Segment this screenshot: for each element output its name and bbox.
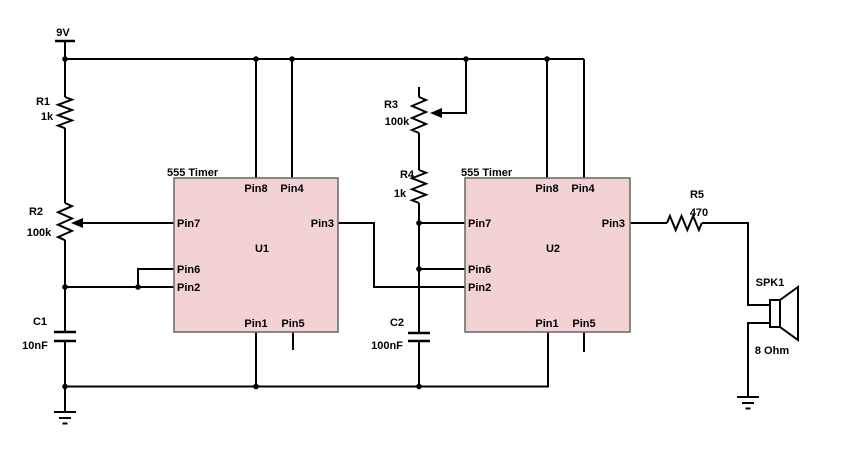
r4-value-label: 1k <box>394 188 407 200</box>
ic-u2-body <box>464 177 631 333</box>
u2-pin3-label: Pin3 <box>602 218 625 230</box>
speaker-cone-icon <box>779 285 799 342</box>
r1-ref-label: R1 <box>36 96 50 108</box>
u2-ref-label: U2 <box>546 243 560 255</box>
r3-ref-label: R3 <box>384 99 398 111</box>
wire-output-speaker <box>630 222 770 397</box>
u1-type-label: 555 Timer <box>167 167 219 179</box>
u2-pin8-label: Pin8 <box>535 183 558 195</box>
resistor-r4 <box>409 169 429 204</box>
potentiometer-r2 <box>55 202 75 242</box>
potentiometer-r3 <box>409 96 429 134</box>
component-labels: R1 1k R2 100k C1 10nF R3 100k R4 1k C2 1… <box>22 96 708 352</box>
wire-u2-pin8-pin4 <box>546 59 585 178</box>
u2-pin4-label: Pin4 <box>571 183 595 195</box>
u1-pin8-label: Pin8 <box>244 183 267 195</box>
wire-u1-pin8-pin4 <box>255 59 293 178</box>
ground-symbol-right-icon <box>737 396 759 410</box>
u1-pin6-label: Pin6 <box>177 264 200 276</box>
c2-value-label: 100nF <box>371 340 403 352</box>
wire-u1-pin1-pin5 <box>255 332 294 386</box>
speaker-driver-icon <box>769 299 781 328</box>
r2-wiper-arrow-icon <box>71 218 83 228</box>
wire-u2-pin7-pin6 <box>419 222 465 270</box>
junction-dots <box>62 56 550 390</box>
c1-ref-label: C1 <box>33 316 47 328</box>
u2-pin5-label: Pin5 <box>572 318 595 330</box>
ic-u2: 555 Timer U2 Pin8 Pin4 Pin7 Pin3 Pin6 Pi… <box>461 167 631 333</box>
u1-pin4-label: Pin4 <box>280 183 304 195</box>
wire-u1-pin6-pin2 <box>65 268 174 288</box>
u2-pin7-label: Pin7 <box>468 218 491 230</box>
u2-pin1-label: Pin1 <box>535 318 558 330</box>
spk1-ref-label: SPK1 <box>756 277 785 289</box>
u1-ref-label: U1 <box>255 243 269 255</box>
r3-wiper-arrow-icon <box>430 108 442 118</box>
spk1-value-label: 8 Ohm <box>755 345 789 357</box>
r4-ref-label: R4 <box>400 169 415 181</box>
capacitor-c2 <box>408 331 430 343</box>
u1-pin3-label: Pin3 <box>311 218 334 230</box>
wire-r3-wiper <box>441 59 467 114</box>
u2-pin2-label: Pin2 <box>468 282 491 294</box>
r3-value-label: 100k <box>385 116 410 128</box>
u1-pin1-label: Pin1 <box>244 318 267 330</box>
r1-value-label: 1k <box>41 111 54 123</box>
c1-value-label: 10nF <box>22 340 48 352</box>
r2-value-label: 100k <box>27 227 52 239</box>
u2-pin6-label: Pin6 <box>468 264 491 276</box>
u1-pin2-label: Pin2 <box>177 282 200 294</box>
resistor-r5 <box>666 213 703 233</box>
r5-ref-label: R5 <box>690 189 704 201</box>
speaker-spk1: SPK1 8 Ohm <box>755 277 799 357</box>
capacitor-c1 <box>54 330 76 343</box>
ic-u1: 555 Timer U1 Pin8 Pin4 Pin7 Pin3 Pin6 Pi… <box>167 167 339 333</box>
resistor-r1 <box>55 96 75 130</box>
power-label: 9V <box>56 27 70 39</box>
u1-pin7-label: Pin7 <box>177 218 200 230</box>
wire-u1-pin3-to-u2-pin2 <box>338 222 465 288</box>
wire-bottom-rail <box>65 332 549 388</box>
u2-type-label: 555 Timer <box>461 167 513 179</box>
c2-ref-label: C2 <box>390 317 404 329</box>
r5-value-label: 470 <box>690 207 708 219</box>
u1-pin5-label: Pin5 <box>281 318 304 330</box>
r2-ref-label: R2 <box>29 206 43 218</box>
ic-u1-body <box>173 177 339 333</box>
ground-symbol-left-icon <box>54 411 76 425</box>
